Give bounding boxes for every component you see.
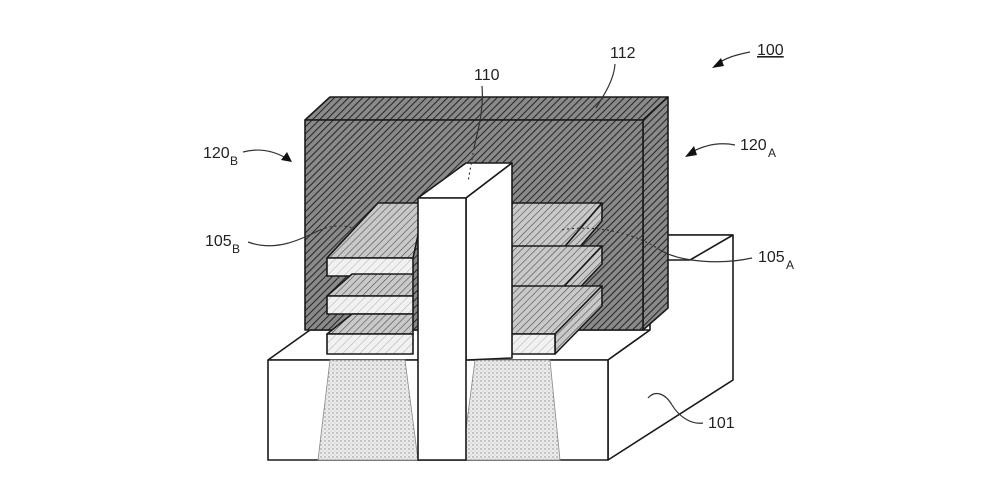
label-120a: 120 A (685, 137, 776, 160)
label-105a: 105 A (559, 227, 794, 272)
label-120b: 120 B (203, 145, 292, 168)
svg-text:105: 105 (205, 233, 232, 250)
channel-stack-left (326, 202, 426, 355)
label-105b: 105 B (205, 225, 353, 256)
label-110: 110 (467, 67, 500, 183)
svg-text:101: 101 (708, 415, 735, 432)
svg-text:112: 112 (610, 45, 636, 62)
svg-text:B: B (230, 154, 238, 168)
core-wall (417, 162, 513, 461)
svg-text:B: B (232, 242, 240, 256)
svg-text:120: 120 (203, 145, 230, 162)
svg-text:A: A (786, 258, 794, 272)
label-100: 100 (712, 42, 784, 68)
label-112: 112 (595, 45, 636, 109)
substrate-region-left (317, 359, 419, 461)
svg-text:105: 105 (758, 249, 785, 266)
svg-text:100: 100 (757, 42, 784, 59)
svg-text:120: 120 (740, 137, 767, 154)
svg-text:110: 110 (474, 67, 500, 84)
substrate-region-right (461, 359, 561, 461)
label-101: 101 (647, 392, 735, 432)
svg-text:A: A (768, 146, 776, 160)
